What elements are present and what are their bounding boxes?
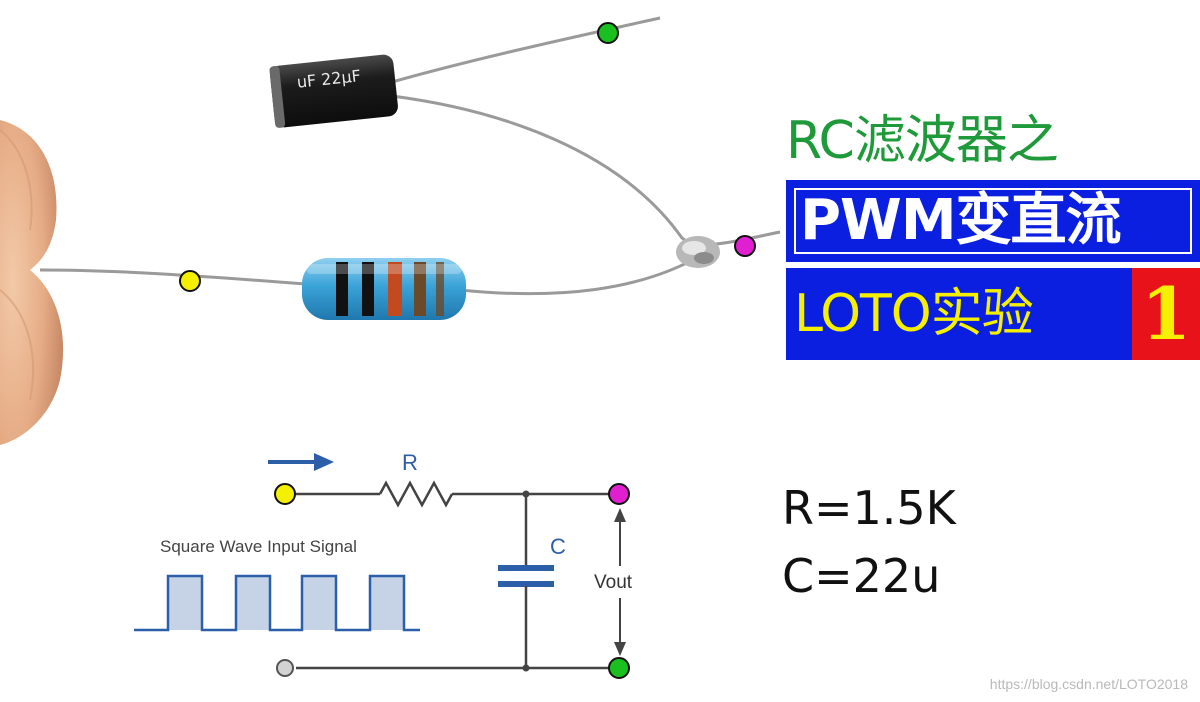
resistor-body <box>302 258 466 320</box>
watermark-url: https://blog.csdn.net/LOTO2018 <box>989 676 1188 692</box>
finger-shape <box>0 120 64 445</box>
banner-pwm-text: PWM变直流 <box>800 188 1122 253</box>
banner-loto-experiment: LOTO实验 <box>786 268 1132 360</box>
capacitor-value: C=22u <box>782 549 941 603</box>
signal-direction-arrow <box>268 453 334 471</box>
schematic-input-node-yellow <box>274 483 296 505</box>
capacitor-lead-bottom <box>391 94 781 246</box>
photo-node-green <box>597 22 619 44</box>
vout-label: Vout <box>594 572 633 593</box>
square-wave-graphic <box>134 574 420 632</box>
resistor-symbol <box>378 480 454 508</box>
electrolytic-capacitor: uF 22μF <box>269 54 398 128</box>
resistor-value: R=1.5K <box>782 481 956 535</box>
schematic-ground-node-green <box>608 657 630 679</box>
resistor-lead-right <box>459 254 701 296</box>
episode-number-badge: 1 <box>1132 268 1200 360</box>
resistor-lead-left <box>39 268 307 286</box>
resistor-label: R <box>402 450 418 475</box>
photo-node-yellow <box>179 270 201 292</box>
banner-border <box>794 188 1192 254</box>
capacitor-label: C <box>550 534 566 559</box>
input-signal-label: Square Wave Input Signal <box>160 537 357 556</box>
schematic-ground-node-gray <box>276 659 294 677</box>
banner-pwm-to-dc: PWM变直流 <box>786 180 1200 262</box>
solder-joint <box>676 236 720 268</box>
schematic-output-node-magenta <box>608 483 630 505</box>
photo-node-magenta <box>734 235 756 257</box>
banner-loto-text: LOTO实验 <box>794 284 1034 344</box>
capacitor-lead-top <box>391 16 661 84</box>
vout-arrow <box>614 508 626 656</box>
title-line-rc-filter: RC滤波器之 <box>786 111 1059 171</box>
